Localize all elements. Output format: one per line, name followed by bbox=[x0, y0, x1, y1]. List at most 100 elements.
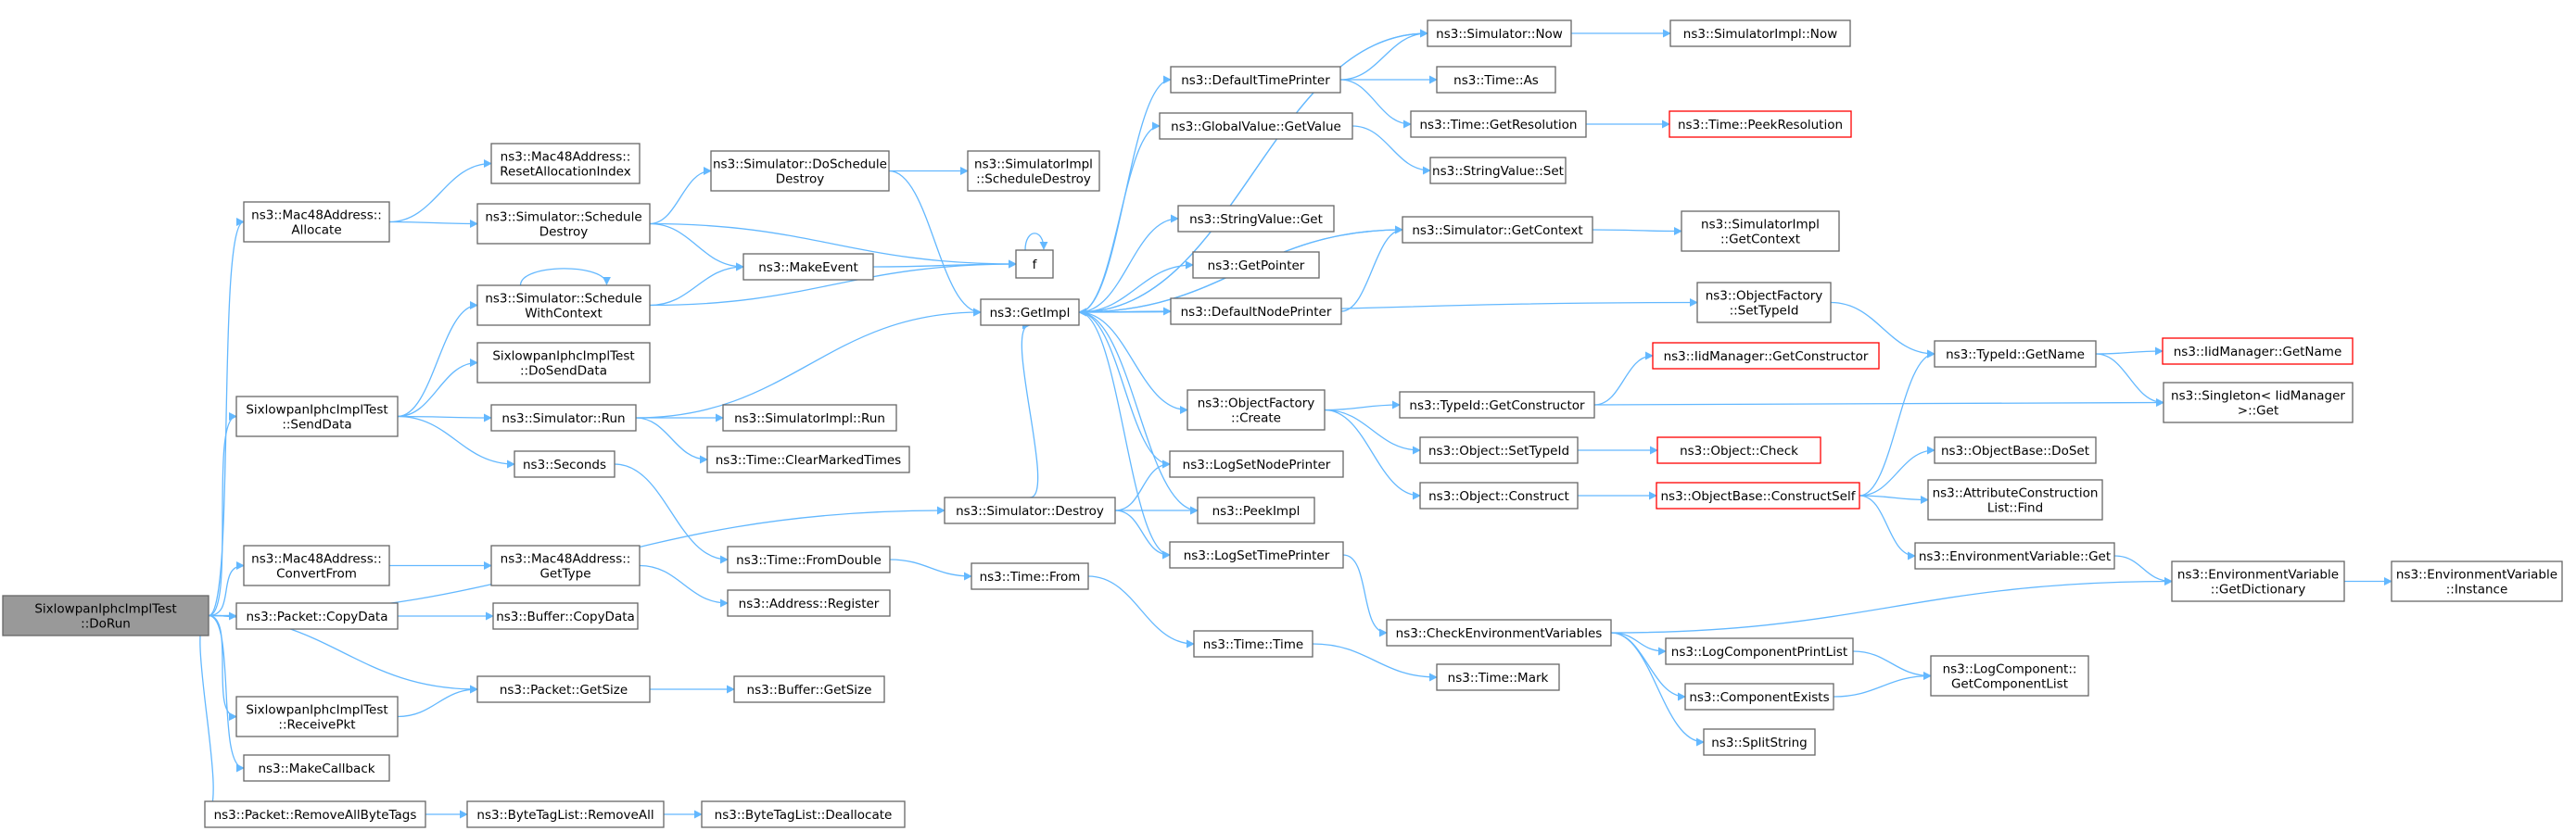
node-btlDealloc[interactable]: ns3::ByteTagList::Deallocate bbox=[701, 800, 906, 828]
node-constructSelf[interactable]: ns3::ObjectBase::ConstructSelf bbox=[1656, 482, 1860, 510]
node-gvGetValue[interactable]: ns3::GlobalValue::GetValue bbox=[1159, 112, 1353, 140]
node-getPointer[interactable]: ns3::GetPointer bbox=[1192, 251, 1320, 279]
node-f[interactable]: f bbox=[1015, 249, 1054, 279]
node-envGet[interactable]: ns3::EnvironmentVariable::Get bbox=[1914, 542, 2115, 570]
node-convertFrom[interactable]: ns3::Mac48Address::ConvertFrom bbox=[243, 545, 390, 586]
node-implNow[interactable]: ns3::SimulatorImpl::Now bbox=[1669, 19, 1851, 47]
node-addrRegister[interactable]: ns3::Address::Register bbox=[727, 589, 891, 617]
node-compExists[interactable]: ns3::ComponentExists bbox=[1684, 683, 1834, 711]
edge-f-to-f bbox=[1024, 233, 1048, 251]
node-implRun[interactable]: ns3::SimulatorImpl::Run bbox=[722, 404, 897, 432]
node-pktCopyData[interactable]: ns3::Packet::CopyData bbox=[235, 602, 399, 630]
node-getImpl[interactable]: ns3::GetImpl bbox=[980, 298, 1080, 326]
node-sendData[interactable]: SixlowpanIphcImplTest::SendData bbox=[235, 396, 399, 437]
node-removeAll[interactable]: ns3::Packet::RemoveAllByteTags bbox=[204, 800, 426, 828]
node-envGetDict[interactable]: ns3::EnvironmentVariable::GetDictionary bbox=[2171, 560, 2345, 602]
node-makeCallback[interactable]: ns3::MakeCallback bbox=[243, 754, 390, 782]
node-box bbox=[980, 298, 1080, 326]
node-timeFrom[interactable]: ns3::Time::From bbox=[971, 562, 1089, 590]
node-box bbox=[944, 497, 1116, 524]
node-fromDouble[interactable]: ns3::Time::FromDouble bbox=[727, 546, 891, 573]
node-bufCopyData[interactable]: ns3::Buffer::CopyData bbox=[492, 602, 639, 630]
node-makeEvent[interactable]: ns3::MakeEvent bbox=[742, 253, 874, 281]
node-label: SixlowpanIphcImplTest bbox=[246, 703, 387, 718]
node-root[interactable]: SixlowpanIphcImplTest::DoRun bbox=[2, 595, 209, 636]
node-implSchedDestroy[interactable]: ns3::SimulatorImpl::ScheduleDestroy bbox=[967, 150, 1100, 192]
node-box bbox=[476, 284, 651, 326]
node-label: ns3::Simulator::Schedule bbox=[485, 210, 641, 225]
node-tidGetCtor[interactable]: ns3::TypeId::GetConstructor bbox=[1399, 391, 1595, 419]
node-simRun[interactable]: ns3::Simulator::Run bbox=[490, 404, 637, 432]
node-box bbox=[1684, 683, 1834, 711]
node-envInstance[interactable]: ns3::EnvironmentVariable::Instance bbox=[2391, 560, 2563, 602]
edge-simRun-to-clearMarked bbox=[635, 417, 708, 464]
node-doSendData[interactable]: SixlowpanIphcImplTest::DoSendData bbox=[476, 342, 651, 384]
node-reset[interactable]: ns3::Mac48Address::ResetAllocationIndex bbox=[490, 143, 641, 184]
node-svSet[interactable]: ns3::StringValue::Set bbox=[1429, 157, 1567, 184]
node-timeMark[interactable]: ns3::Time::Mark bbox=[1436, 663, 1560, 691]
node-singletonGet[interactable]: ns3::Singleton< IidManager >::Get bbox=[2163, 382, 2354, 423]
node-getRes[interactable]: ns3::Time::GetResolution bbox=[1410, 110, 1587, 138]
node-implGetCtx[interactable]: ns3::SimulatorImpl::GetContext bbox=[1681, 210, 1840, 252]
node-label: ns3::Buffer::CopyData bbox=[496, 610, 635, 624]
node-box bbox=[235, 396, 399, 437]
node-splitString[interactable]: ns3::SplitString bbox=[1703, 728, 1816, 756]
node-simNow[interactable]: ns3::Simulator::Now bbox=[1427, 19, 1572, 47]
node-seconds[interactable]: ns3::Seconds bbox=[514, 450, 615, 478]
node-box bbox=[727, 546, 891, 573]
edge-defNodePrinter-to-simGetCtx bbox=[1340, 225, 1403, 312]
node-getType[interactable]: ns3::Mac48Address::GetType bbox=[490, 545, 641, 586]
node-box bbox=[733, 675, 885, 703]
node-simDestroy[interactable]: ns3::Simulator::Destroy bbox=[944, 497, 1116, 524]
node-getCompList[interactable]: ns3::LogComponent::GetComponentList bbox=[1930, 655, 2089, 697]
node-box bbox=[1681, 210, 1840, 252]
node-logSetTime[interactable]: ns3::LogSetTimePrinter bbox=[1169, 541, 1344, 569]
node-btlRemoveAll[interactable]: ns3::ByteTagList::RemoveAll bbox=[466, 800, 665, 828]
node-bufGetSize[interactable]: ns3::Buffer::GetSize bbox=[733, 675, 885, 703]
node-peekRes[interactable]: ns3::Time::PeekResolution bbox=[1669, 110, 1852, 138]
node-schedDestroy[interactable]: ns3::Simulator::ScheduleDestroy bbox=[476, 203, 651, 245]
node-doSet[interactable]: ns3::ObjectBase::DoSet bbox=[1934, 436, 2097, 464]
edge-receivePkt-to-pktGetSize bbox=[397, 685, 478, 718]
node-label: ns3::SimulatorImpl::Now bbox=[1683, 27, 1837, 42]
edge-sendData-to-schedCtx bbox=[397, 301, 478, 418]
node-label: ns3::Object::Check bbox=[1680, 444, 1798, 459]
node-logSetNode[interactable]: ns3::LogSetNodePrinter bbox=[1169, 450, 1344, 478]
node-timeTime[interactable]: ns3::Time::Time bbox=[1193, 630, 1313, 658]
node-timeAs[interactable]: ns3::Time::As bbox=[1436, 66, 1556, 94]
edge-tidGetCtor-to-singletonGet bbox=[1593, 398, 2164, 408]
node-label: ns3::SplitString bbox=[1711, 736, 1808, 750]
node-checkEnv[interactable]: ns3::CheckEnvironmentVariables bbox=[1386, 619, 1612, 647]
node-ofSetTypeId[interactable]: ns3::ObjectFactory::SetTypeId bbox=[1696, 282, 1832, 323]
node-objCheck[interactable]: ns3::Object::Check bbox=[1656, 436, 1821, 464]
node-receivePkt[interactable]: SixlowpanIphcImplTest::ReceivePkt bbox=[235, 696, 399, 737]
node-defNodePrinter[interactable]: ns3::DefaultNodePrinter bbox=[1170, 297, 1342, 325]
node-objConstruct[interactable]: ns3::Object::Construct bbox=[1419, 482, 1579, 510]
node-box bbox=[1914, 542, 2115, 570]
edge-timeTime-to-timeMark bbox=[1312, 643, 1438, 682]
node-defTimePrinter[interactable]: ns3::DefaultTimePrinter bbox=[1170, 66, 1341, 94]
node-label: ns3::SimulatorImpl::Run bbox=[734, 411, 885, 426]
node-simGetCtx[interactable]: ns3::Simulator::GetContext bbox=[1402, 216, 1593, 244]
node-iidGetCtor[interactable]: ns3::IidManager::GetConstructor bbox=[1652, 342, 1880, 370]
node-iidGetName[interactable]: ns3::IidManager::GetName bbox=[2162, 337, 2354, 365]
node-box bbox=[1177, 205, 1335, 233]
node-peekImpl[interactable]: ns3::PeekImpl bbox=[1197, 497, 1315, 524]
node-box bbox=[742, 253, 874, 281]
node-svGet[interactable]: ns3::StringValue::Get bbox=[1177, 205, 1335, 233]
node-logCompPrint[interactable]: ns3::LogComponentPrintList bbox=[1665, 637, 1854, 665]
node-clearMarked[interactable]: ns3::Time::ClearMarkedTimes bbox=[706, 446, 910, 473]
node-objSetTypeId[interactable]: ns3::Object::SetTypeId bbox=[1419, 436, 1579, 464]
node-pktGetSize[interactable]: ns3::Packet::GetSize bbox=[476, 675, 651, 703]
node-label: ns3::TypeId::GetConstructor bbox=[1409, 398, 1585, 413]
edge-schedDestroy-to-doSchedDestroy bbox=[649, 167, 712, 225]
node-ofCreate[interactable]: ns3::ObjectFactory::Create bbox=[1186, 389, 1326, 431]
node-allocate[interactable]: ns3::Mac48Address::Allocate bbox=[243, 201, 390, 243]
node-label: Destroy bbox=[776, 172, 825, 187]
node-box bbox=[1934, 340, 2097, 368]
node-tidGetName[interactable]: ns3::TypeId::GetName bbox=[1934, 340, 2097, 368]
edge-constructSelf-to-doSet bbox=[1859, 446, 1935, 497]
